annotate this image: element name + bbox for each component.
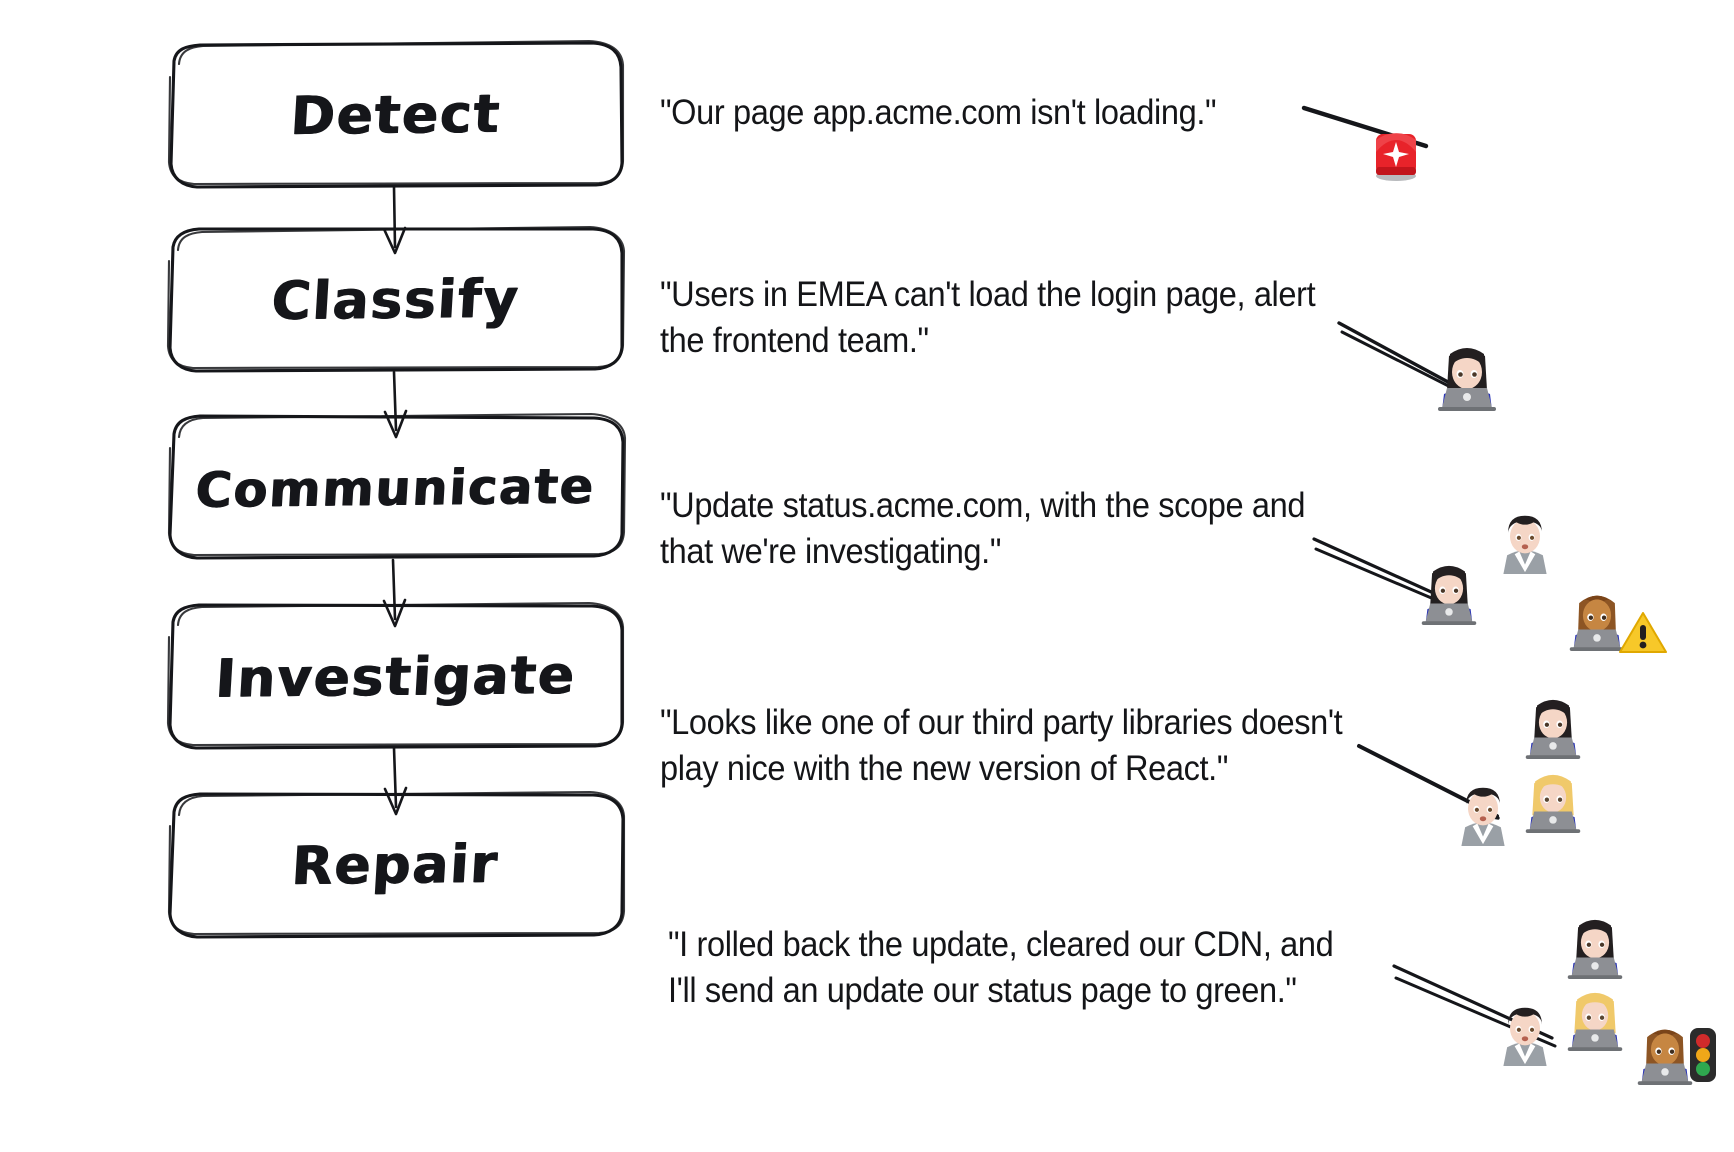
flow-node-label: Repair bbox=[290, 833, 501, 897]
icon-group-detect bbox=[1368, 122, 1424, 187]
flow-node-detect[interactable]: Detect bbox=[167, 39, 625, 189]
person-office-worker-emoji bbox=[1461, 787, 1505, 846]
blonde-woman-technologist-emoji bbox=[1525, 774, 1581, 834]
flow-node-classify[interactable]: Classify bbox=[166, 225, 626, 373]
man-technologist-emoji bbox=[1637, 1029, 1693, 1086]
woman-technologist-emoji bbox=[1421, 565, 1477, 626]
flow-node-investigate[interactable]: Investigate bbox=[166, 601, 625, 750]
person-office-worker-emoji bbox=[1503, 1007, 1547, 1066]
rotating-light-emoji bbox=[1376, 133, 1416, 181]
blonde-woman-technologist-emoji bbox=[1567, 992, 1623, 1052]
woman-technologist-emoji bbox=[1567, 919, 1623, 980]
quote-classify: "Users in EMEA can't load the login page… bbox=[660, 275, 1316, 360]
flow-node-label: Communicate bbox=[194, 457, 597, 519]
flow-node-repair[interactable]: Repair bbox=[167, 790, 626, 939]
flow-column: Detect Classify Communicate bbox=[0, 0, 660, 1152]
flow-node-label: Investigate bbox=[213, 644, 578, 710]
quote-detect: "Our page app.acme.com isn't loading." bbox=[660, 93, 1217, 132]
flow-node-communicate[interactable]: Communicate bbox=[167, 412, 627, 560]
vertical-traffic-light-emoji bbox=[1690, 1028, 1716, 1082]
flow-node-label: Classify bbox=[269, 268, 522, 332]
woman-technologist-emoji bbox=[1438, 348, 1496, 411]
man-technologist-emoji bbox=[1569, 595, 1625, 652]
quote-repair: "I rolled back the update, cleared our C… bbox=[668, 925, 1334, 1010]
quote-investigate: "Looks like one of our third party libra… bbox=[660, 703, 1343, 788]
flow-node-label: Detect bbox=[288, 83, 503, 147]
woman-technologist-emoji bbox=[1525, 699, 1581, 760]
warning-sign-emoji bbox=[1619, 612, 1667, 653]
person-office-worker-emoji bbox=[1503, 515, 1547, 574]
icon-group-classify bbox=[1434, 346, 1500, 415]
quote-communicate: "Update status.acme.com, with the scope … bbox=[660, 486, 1306, 571]
